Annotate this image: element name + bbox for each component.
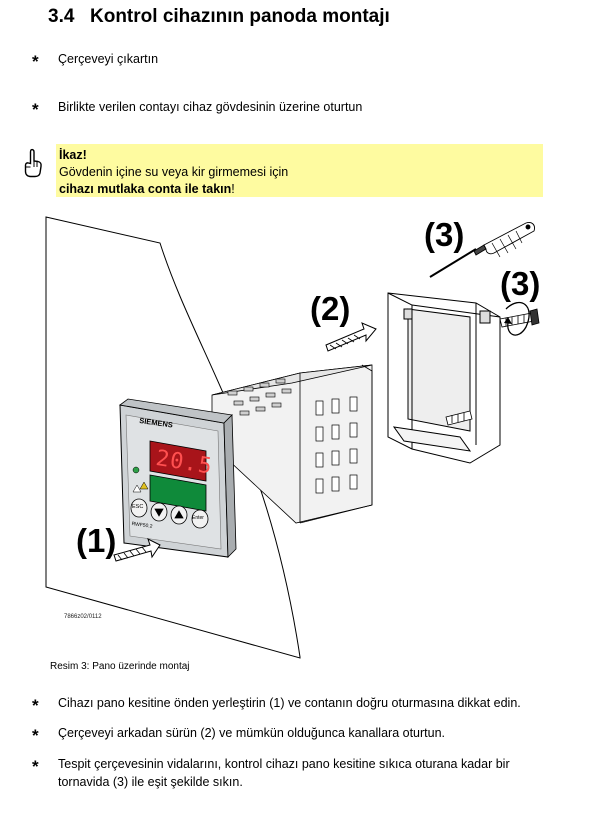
step-slide-frame: Çerçeveyi arkadan sürün (2) ve mümkün ol…: [58, 726, 446, 740]
figure-code: 7866z02/0112: [64, 614, 102, 620]
setpoint-display: [149, 474, 207, 512]
bullet-star: *: [32, 52, 39, 71]
screwdriver: [429, 222, 535, 278]
warning-box: İkaz! Gövdenin içine su veya kir girmeme…: [56, 144, 543, 197]
warning-title: İkaz!: [59, 148, 87, 162]
mounting-frame: [387, 292, 501, 464]
step-tighten-screws: Tespit çerçevesinin vidalarını, kontrol …: [58, 757, 510, 789]
device-housing: [211, 364, 373, 524]
screw-top: [499, 308, 540, 328]
status-leds: [132, 466, 149, 493]
section-heading: 3.4 Kontrol cihazının panoda montajı: [48, 6, 390, 28]
device-button-enter: Enter: [192, 515, 204, 521]
device-front-bezel: [119, 398, 237, 558]
section-title: Kontrol cihazının panoda montajı: [90, 6, 390, 27]
callout-3-screwdriver: (3): [424, 216, 465, 253]
warning-line-end: !: [231, 182, 235, 196]
section-number: 3.4: [48, 6, 75, 27]
mounting-illustration: [45, 216, 540, 659]
figure-caption: Resim 3: Pano üzerinde montaj: [50, 661, 190, 672]
callout-2: (2): [310, 290, 351, 327]
device-button-esc: ESC: [132, 504, 144, 510]
arrow-1: [113, 538, 161, 562]
step-remove-frame: Çerçeveyi çıkartın: [58, 52, 159, 66]
step-insert-device: Cihazı pano kesitine önden yerleştirin (…: [58, 696, 521, 710]
bullet-star: *: [32, 100, 39, 119]
bullet-star: *: [32, 757, 39, 776]
callout-1: (1): [76, 522, 117, 559]
step-fit-gasket: Birlikte verilen contayı cihaz gövdesini…: [58, 100, 363, 114]
pointing-hand-icon: [22, 148, 46, 183]
screw-bottom: [445, 410, 473, 426]
callout-3-screw: (3): [500, 265, 541, 302]
warning-line-2: cihazı mutlaka conta ile takın!: [59, 181, 235, 198]
value-display: [149, 440, 207, 482]
warning-emphasis: cihazı mutlaka conta ile takın: [59, 182, 232, 196]
warning-line-1: Gövdenin içine su veya kir girmemesi içi…: [59, 165, 289, 179]
bullet-star: *: [32, 726, 39, 745]
bullet-star: *: [32, 696, 39, 715]
arrow-2: [325, 322, 377, 352]
device-buttons: [130, 498, 209, 529]
